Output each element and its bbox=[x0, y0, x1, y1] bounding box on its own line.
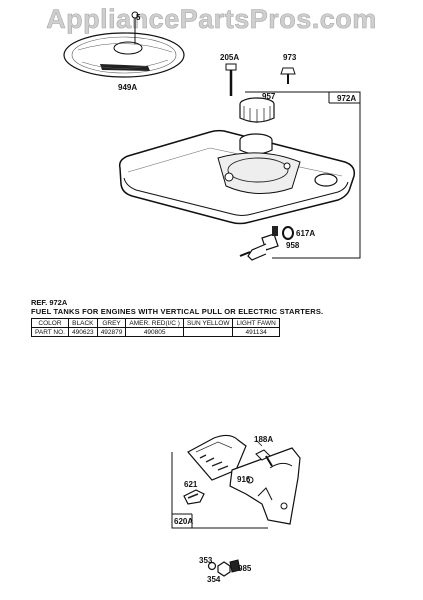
color-cell: LIGHT FAWN bbox=[232, 318, 280, 328]
watermark-text: AppliancePartsPros.com bbox=[46, 4, 377, 35]
part-949a-screen[interactable] bbox=[63, 11, 185, 78]
part-353-washer[interactable] bbox=[207, 561, 217, 571]
part-number-cell[interactable]: 490623 bbox=[67, 327, 98, 337]
fuel-tank-color-table: COLOR BLACK GREY AMER. RED(I/C ) SUN YEL… bbox=[31, 318, 280, 337]
part-957-fuel-cap[interactable] bbox=[239, 97, 275, 123]
part-number-cell bbox=[182, 327, 234, 337]
tank-assembly-frame bbox=[245, 91, 361, 259]
part-188a-screw[interactable] bbox=[255, 439, 273, 467]
label-620a: 620A bbox=[174, 517, 193, 526]
table-row-part-numbers: PART NO. 490623 492879 490805 491134 bbox=[31, 327, 280, 337]
part-617a-o-ring[interactable] bbox=[282, 226, 294, 240]
part-205a-screw[interactable] bbox=[225, 63, 237, 96]
color-cell: SUN YELLOW bbox=[182, 318, 234, 328]
label-205a: 205A bbox=[220, 53, 239, 62]
part-number-cell[interactable]: 491134 bbox=[232, 327, 280, 337]
part-number-cell[interactable]: 490805 bbox=[125, 327, 184, 337]
label-617a: 617A bbox=[296, 229, 315, 238]
color-cell: BLACK bbox=[67, 318, 98, 328]
part-354-nut[interactable] bbox=[217, 561, 231, 577]
part-985-clip[interactable] bbox=[229, 559, 241, 573]
label-972a: 972A bbox=[337, 94, 356, 103]
color-cell: AMER. RED(I/C ) bbox=[125, 318, 184, 328]
label-973: 973 bbox=[283, 53, 297, 62]
label-957: 957 bbox=[262, 92, 276, 101]
part-958-shutoff-valve[interactable] bbox=[239, 226, 279, 261]
label-354: 354 bbox=[207, 575, 221, 584]
label-621: 621 bbox=[184, 480, 198, 489]
label-188a: 188A bbox=[254, 435, 273, 444]
reference-subtitle: FUEL TANKS FOR ENGINES WITH VERTICAL PUL… bbox=[31, 307, 324, 316]
table-row-colors: COLOR BLACK GREY AMER. RED(I/C ) SUN YEL… bbox=[31, 318, 280, 328]
part-number-cell[interactable]: 492879 bbox=[96, 327, 127, 337]
header-color: COLOR bbox=[31, 318, 69, 328]
label-353: 353 bbox=[199, 556, 213, 565]
part-916-control-bracket[interactable] bbox=[187, 434, 301, 525]
label-985: 985 bbox=[238, 564, 252, 573]
label-949a: 949A bbox=[118, 83, 137, 92]
bracket-assembly-frame bbox=[171, 452, 268, 529]
part-621-clip[interactable] bbox=[183, 489, 205, 505]
label-916: 916 bbox=[237, 475, 251, 484]
color-cell: GREY bbox=[96, 318, 127, 328]
part-973-bolt[interactable] bbox=[280, 67, 296, 84]
label-958: 958 bbox=[286, 241, 300, 250]
header-part-number: PART NO. bbox=[31, 327, 69, 337]
reference-title: REF. 972A bbox=[31, 298, 68, 307]
part-972a-fuel-tank[interactable] bbox=[118, 129, 356, 225]
label-949a-small: 5 bbox=[136, 13, 141, 22]
